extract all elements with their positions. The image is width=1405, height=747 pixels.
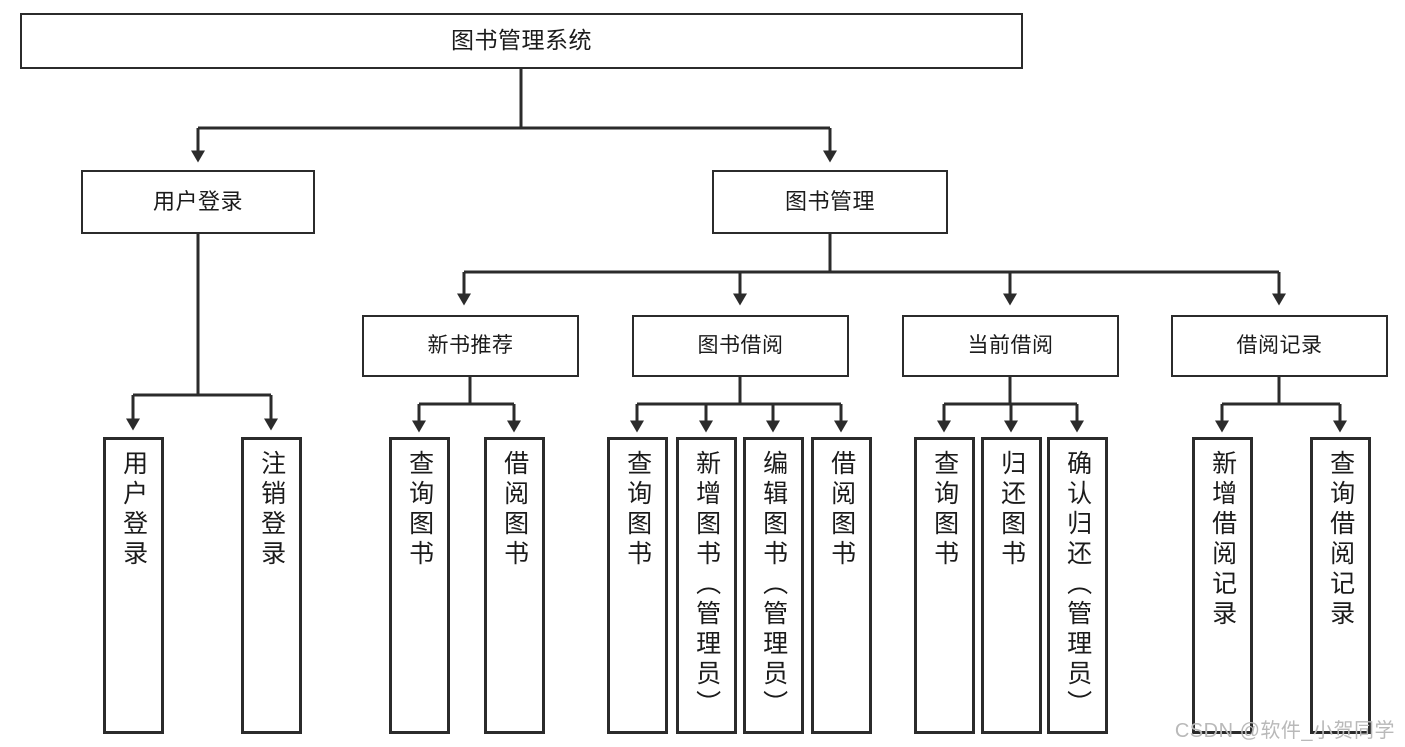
node-label: 确认归还（管理员） — [1063, 450, 1092, 720]
leaf-current-borrow-confirm-return[interactable]: 确认归还（管理员） — [1047, 437, 1108, 734]
leaf-book-borrow-borrow-book[interactable]: 借阅图书 — [811, 437, 872, 734]
node-label: 新书推荐 — [427, 333, 514, 357]
leaf-current-borrow-query-book[interactable]: 查询图书 — [914, 437, 975, 734]
node-new-book-recommend[interactable]: 新书推荐 — [362, 315, 579, 377]
node-label: 查询图书 — [930, 450, 959, 570]
leaf-book-borrow-edit-book[interactable]: 编辑图书（管理员） — [743, 437, 804, 734]
node-label: 查询图书 — [405, 450, 434, 570]
node-label: 注销登录 — [257, 450, 286, 570]
node-borrow-record[interactable]: 借阅记录 — [1171, 315, 1388, 377]
node-label: 图书借阅 — [697, 333, 784, 357]
node-book-borrow[interactable]: 图书借阅 — [632, 315, 849, 377]
node-label: 当前借阅 — [967, 333, 1054, 357]
node-current-borrow[interactable]: 当前借阅 — [902, 315, 1119, 377]
node-book-management[interactable]: 图书管理 — [712, 170, 948, 234]
leaf-current-borrow-return-book[interactable]: 归还图书 — [981, 437, 1042, 734]
leaf-book-borrow-add-book[interactable]: 新增图书（管理员） — [676, 437, 737, 734]
leaf-borrow-record-query[interactable]: 查询借阅记录 — [1310, 437, 1371, 734]
node-label: 查询图书 — [623, 450, 652, 570]
node-label: 借阅图书 — [827, 450, 856, 570]
leaf-book-borrow-query-book[interactable]: 查询图书 — [607, 437, 668, 734]
node-label: 图书管理系统 — [451, 27, 592, 54]
node-label: 用户登录 — [119, 450, 148, 570]
node-label: 归还图书 — [997, 450, 1026, 570]
node-label: 借阅记录 — [1236, 333, 1323, 357]
leaf-borrow-record-add[interactable]: 新增借阅记录 — [1192, 437, 1253, 734]
node-label: 用户登录 — [152, 189, 243, 215]
leaf-new-book-borrow-book[interactable]: 借阅图书 — [484, 437, 545, 734]
csdn-watermark: CSDN @软件_小贺同学 — [1174, 720, 1395, 742]
leaf-user-login-login[interactable]: 用户登录 — [103, 437, 164, 734]
node-label: 新增图书（管理员） — [692, 450, 721, 720]
node-label: 图书管理 — [784, 189, 875, 215]
node-label: 借阅图书 — [500, 450, 529, 570]
node-label: 编辑图书（管理员） — [759, 450, 788, 720]
node-label: 新增借阅记录 — [1208, 450, 1237, 630]
leaf-user-login-logout[interactable]: 注销登录 — [241, 437, 302, 734]
node-label: 查询借阅记录 — [1326, 450, 1355, 630]
leaf-new-book-query-book[interactable]: 查询图书 — [389, 437, 450, 734]
node-root-system[interactable]: 图书管理系统 — [20, 13, 1023, 69]
node-user-login[interactable]: 用户登录 — [81, 170, 315, 234]
